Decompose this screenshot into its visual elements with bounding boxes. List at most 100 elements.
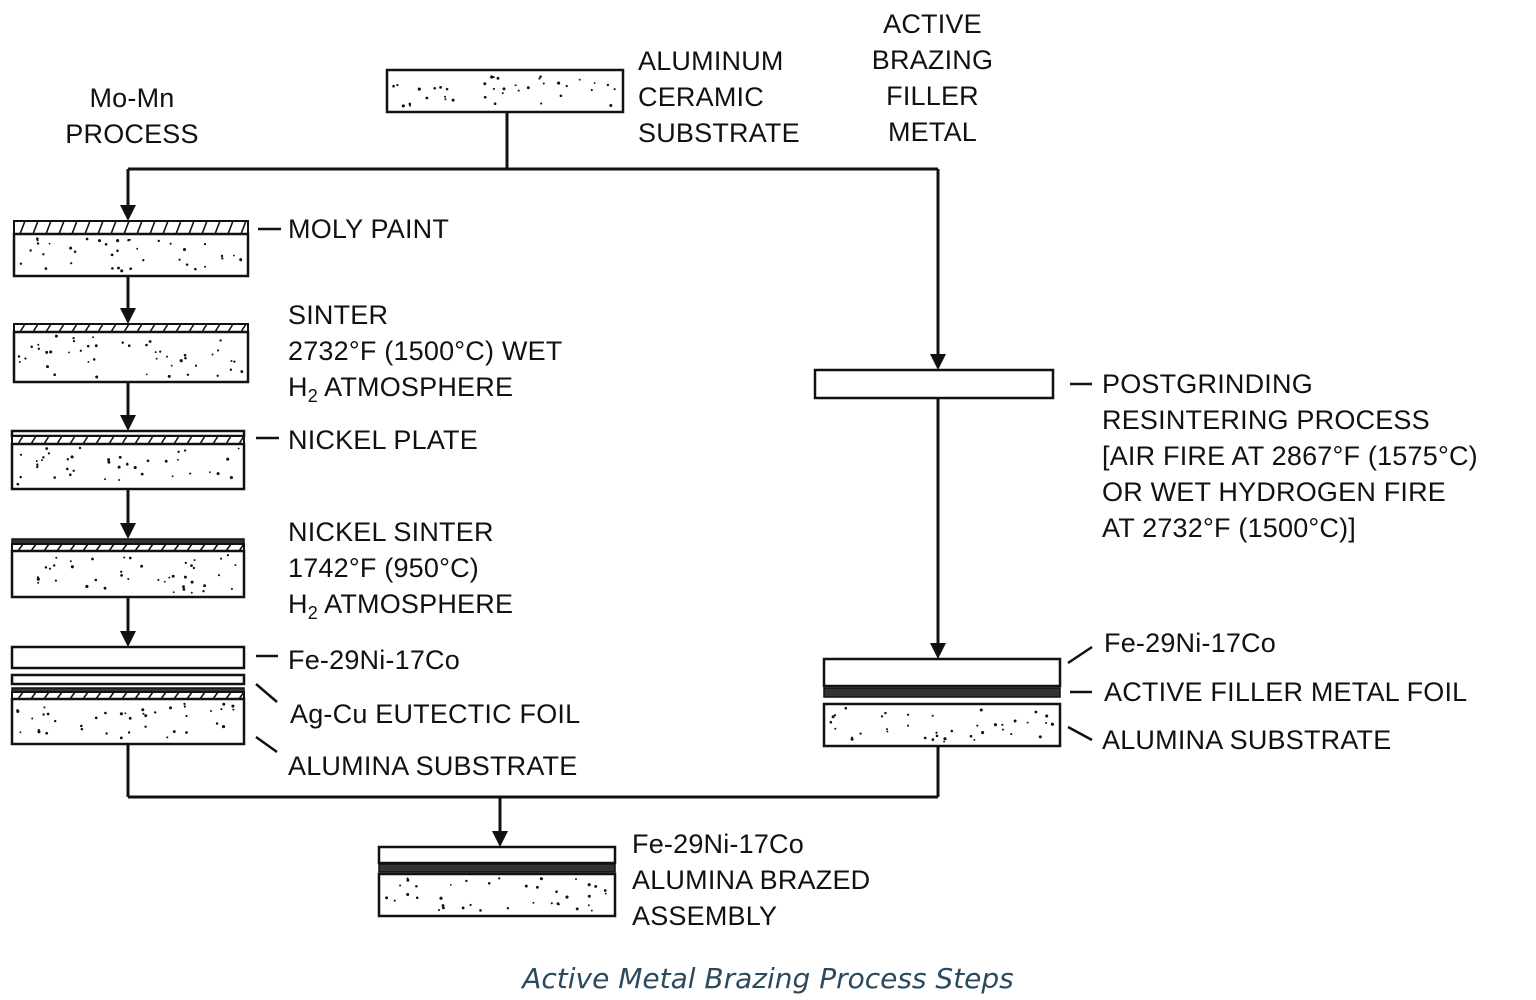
ceramic-dot xyxy=(144,725,147,728)
ceramic-dot xyxy=(461,906,465,910)
ceramic-dot xyxy=(907,724,910,727)
ceramic-dot xyxy=(78,446,82,450)
ceramic-dot xyxy=(1013,719,1017,723)
h2-subscript: 2 xyxy=(307,603,318,623)
label-text: ALUMINA SUBSTRATE xyxy=(288,751,578,781)
ceramic-dot xyxy=(229,368,233,371)
ceramic-dot xyxy=(184,561,187,565)
hatch-mark xyxy=(97,323,104,333)
ceramic-dot xyxy=(19,262,23,265)
ceramic-dot xyxy=(587,904,590,907)
hatch-mark xyxy=(212,435,219,445)
nickel-plate-label: NICKEL PLATE xyxy=(288,422,478,458)
ceramic-dot xyxy=(194,267,197,271)
ceramic-dot xyxy=(95,375,99,379)
ceramic-dot xyxy=(535,885,539,889)
ceramic-dot xyxy=(979,708,983,712)
ceramic-dot xyxy=(232,254,235,257)
label-line: H2 ATMOSPHERE xyxy=(288,369,563,405)
ceramic-dot xyxy=(943,737,947,741)
ceramic-dot xyxy=(538,77,541,80)
hatch-mark xyxy=(58,220,65,235)
ceramic-dot xyxy=(219,339,222,342)
hatch-mark xyxy=(45,220,52,235)
figure-caption: Active Metal Brazing Process Steps xyxy=(522,962,1014,995)
ceramic-dot xyxy=(483,95,487,99)
ceramic-dot xyxy=(492,76,495,79)
ceramic-dot xyxy=(37,343,40,346)
ceramic-dot xyxy=(73,250,77,253)
ceramic-dot xyxy=(506,906,510,910)
arrowhead-to-left-assembly xyxy=(120,631,136,647)
ceramic-dot xyxy=(178,258,181,261)
heading-line: METAL xyxy=(887,117,977,147)
ceramic-dot xyxy=(217,574,221,577)
ceramic-dot xyxy=(219,557,223,560)
hatch-mark xyxy=(227,220,234,235)
ceramic-dot xyxy=(406,892,410,897)
hatch-mark xyxy=(240,323,247,333)
ceramic-dot xyxy=(54,719,57,723)
label-line: ALUMINA BRAZED xyxy=(632,865,871,895)
ceramic-dot xyxy=(124,712,127,715)
ceramic-dot xyxy=(92,358,96,361)
left-fe-ni-co-block xyxy=(10,645,246,670)
ceramic-dot xyxy=(1001,723,1004,726)
ceramic-dot xyxy=(85,584,89,589)
mo-mn-process-heading: Mo-Mn PROCESS xyxy=(52,80,212,152)
hatch-mark xyxy=(95,435,102,445)
ceramic-dot xyxy=(221,725,226,729)
ceramic-dot xyxy=(119,736,123,740)
ceramic-dot xyxy=(153,711,157,714)
ceramic-dot xyxy=(120,574,123,577)
ceramic-dot xyxy=(91,557,94,561)
ceramic-dot xyxy=(186,373,190,377)
ceramic-dot xyxy=(183,449,187,452)
ceramic-dot xyxy=(86,344,90,348)
active-filler-foil-label: ACTIVE FILLER METAL FOIL xyxy=(1104,674,1467,710)
hatch-mark xyxy=(201,323,208,333)
hatch-mark xyxy=(110,323,117,333)
label-text: ACTIVE FILLER METAL FOIL xyxy=(1104,677,1468,707)
h2-symbol: H xyxy=(288,372,308,402)
ceramic-dot xyxy=(53,373,57,377)
ceramic-dot xyxy=(1045,721,1048,725)
ceramic-dot xyxy=(437,908,441,912)
ceramic-dot xyxy=(44,267,48,270)
hatch-mark xyxy=(32,220,39,235)
ceramic-dot xyxy=(550,902,553,905)
ceramic-dot xyxy=(190,580,194,584)
ceramic-dot xyxy=(140,564,144,568)
ceramic-dot xyxy=(993,723,997,727)
ceramic-dot xyxy=(532,901,535,904)
hatch-mark xyxy=(188,323,195,333)
ceramic-dot xyxy=(70,455,74,459)
ceramic-dot xyxy=(393,899,396,902)
hatch-mark xyxy=(71,323,78,333)
ceramic-dot xyxy=(202,590,205,593)
label-line: SINTER xyxy=(288,300,389,330)
ceramic-dot xyxy=(37,347,40,350)
ceramic-dot xyxy=(118,479,121,481)
hatch-mark xyxy=(240,220,247,235)
ceramic-dot xyxy=(120,570,123,573)
ceramic-dot xyxy=(935,731,938,734)
hatch-mark xyxy=(43,435,50,445)
ceramic-dot xyxy=(47,452,51,455)
ceramic-dot xyxy=(221,257,224,260)
hatch-mark xyxy=(238,435,245,445)
leader-left-alumina xyxy=(255,735,278,754)
ceramic-dot xyxy=(105,732,108,735)
ceramic-dot xyxy=(68,351,70,354)
ceramic-dot xyxy=(42,713,45,716)
ceramic-dot xyxy=(29,249,32,252)
ceramic-dot xyxy=(171,475,174,478)
ceramic-dot xyxy=(35,460,38,462)
ceramic-dot xyxy=(176,458,179,461)
ceramic-dot xyxy=(216,374,219,377)
hatch-mark xyxy=(45,323,52,333)
ceramic-dot xyxy=(45,447,49,450)
ceramic-dot xyxy=(170,364,173,367)
ceramic-dot xyxy=(492,87,495,90)
ceramic-dot xyxy=(578,78,581,81)
